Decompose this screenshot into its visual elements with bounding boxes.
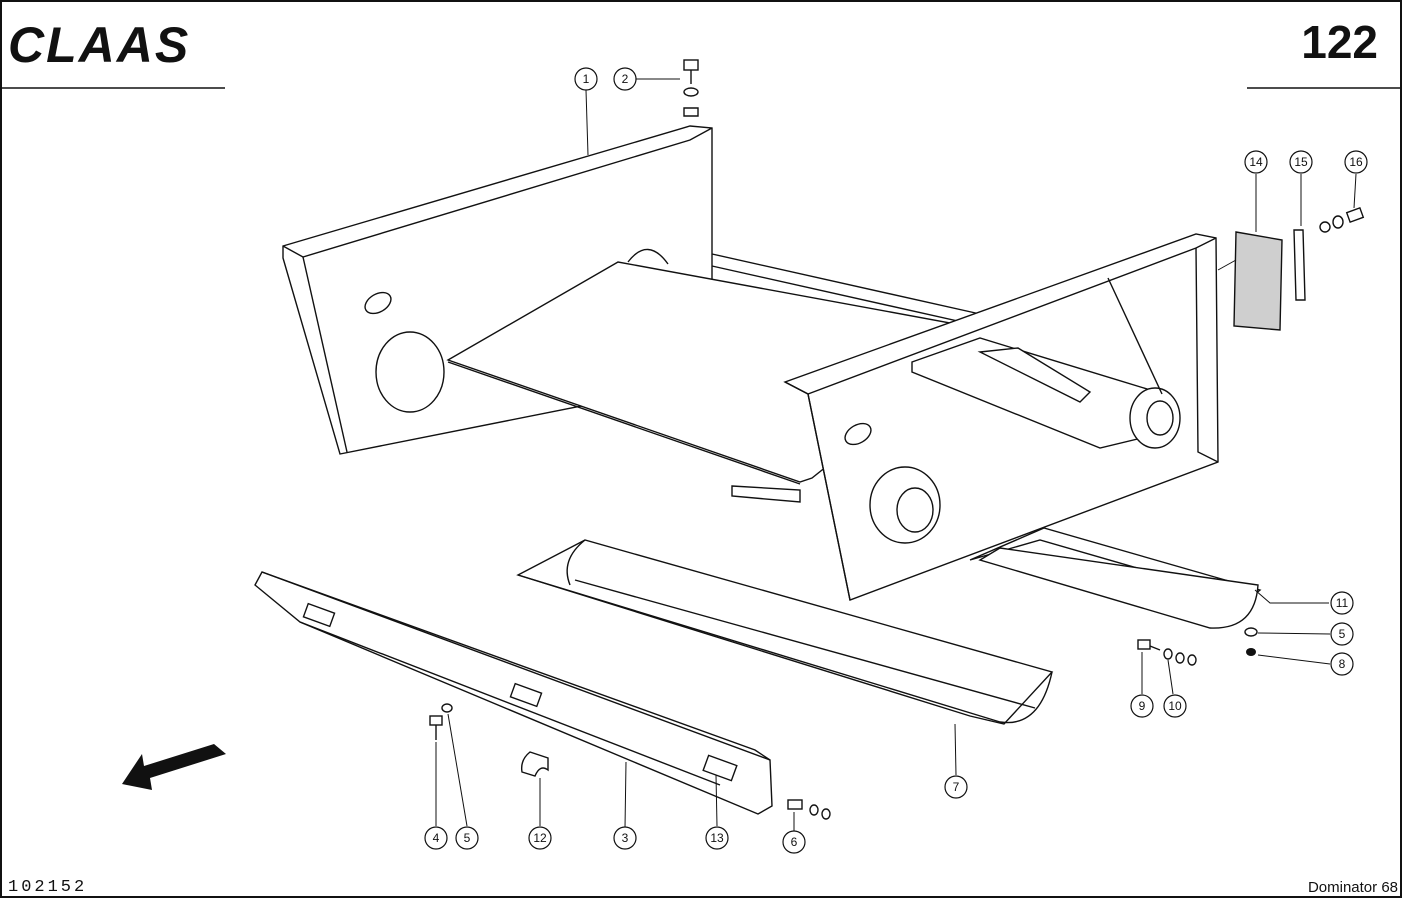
callout-label: 6 (791, 835, 798, 849)
callout-4: 4 (424, 826, 448, 850)
callout-label: 7 (953, 780, 960, 794)
callout-label: 9 (1139, 699, 1146, 713)
bolt-part-2 (683, 59, 699, 117)
side-plate-right (783, 233, 1219, 601)
drawing-code: 102152 (8, 878, 87, 897)
callout-10: 10 (1163, 694, 1187, 718)
brand-logo: CLAAS (8, 17, 190, 73)
callout-label: 5 (1339, 627, 1346, 641)
trough-part-7 (516, 539, 1054, 725)
page-number: 122 (1301, 16, 1378, 68)
callout-13: 13 (705, 826, 729, 850)
callout-12: 12 (528, 826, 552, 850)
callout-label: 12 (533, 831, 547, 845)
callout-2: 2 (613, 67, 637, 91)
washer-nut-parts-5-8 (1244, 627, 1258, 656)
callout-15: 15 (1289, 150, 1313, 174)
callout-16: 16 (1344, 150, 1368, 174)
callout-label: 3 (622, 831, 629, 845)
bolt-part-9 (1137, 639, 1197, 666)
callout-label: 2 (622, 72, 629, 86)
bolt-part-16 (1319, 207, 1365, 233)
model-name: Dominator 68 (1308, 879, 1398, 896)
strip-part-15 (1293, 229, 1306, 301)
callout-label: 8 (1339, 657, 1346, 671)
callout-label: 14 (1249, 155, 1263, 169)
direction-arrow-icon (122, 744, 226, 790)
bolt-part-4 (429, 703, 453, 740)
callout-label: 16 (1349, 155, 1363, 169)
callout-7: 7 (944, 775, 968, 799)
callout-9: 9 (1130, 694, 1154, 718)
callout-leaders (435, 78, 1357, 831)
callout-label: 11 (1336, 596, 1349, 610)
callout-1: 1 (574, 67, 598, 91)
callout-5-lower: 5 (455, 826, 479, 850)
callout-11: 11 (1330, 591, 1354, 615)
bracket-part-12 (520, 751, 549, 777)
callout-label: 4 (433, 831, 440, 845)
callout-8: 8 (1330, 652, 1354, 676)
callout-3: 3 (613, 826, 637, 850)
callout-6: 6 (782, 830, 806, 854)
callout-label: 5 (464, 831, 471, 845)
trough-part-11 (978, 547, 1259, 629)
callout-14: 14 (1244, 150, 1268, 174)
frame-rail-part-3 (254, 571, 773, 815)
bolt-part-6 (787, 799, 831, 820)
callout-label: 15 (1294, 155, 1308, 169)
callout-label: 1 (583, 72, 590, 86)
gasket-part-14 (1217, 231, 1283, 331)
callout-label: 10 (1168, 699, 1182, 713)
callout-5-right: 5 (1330, 622, 1354, 646)
callout-label: 13 (710, 831, 724, 845)
